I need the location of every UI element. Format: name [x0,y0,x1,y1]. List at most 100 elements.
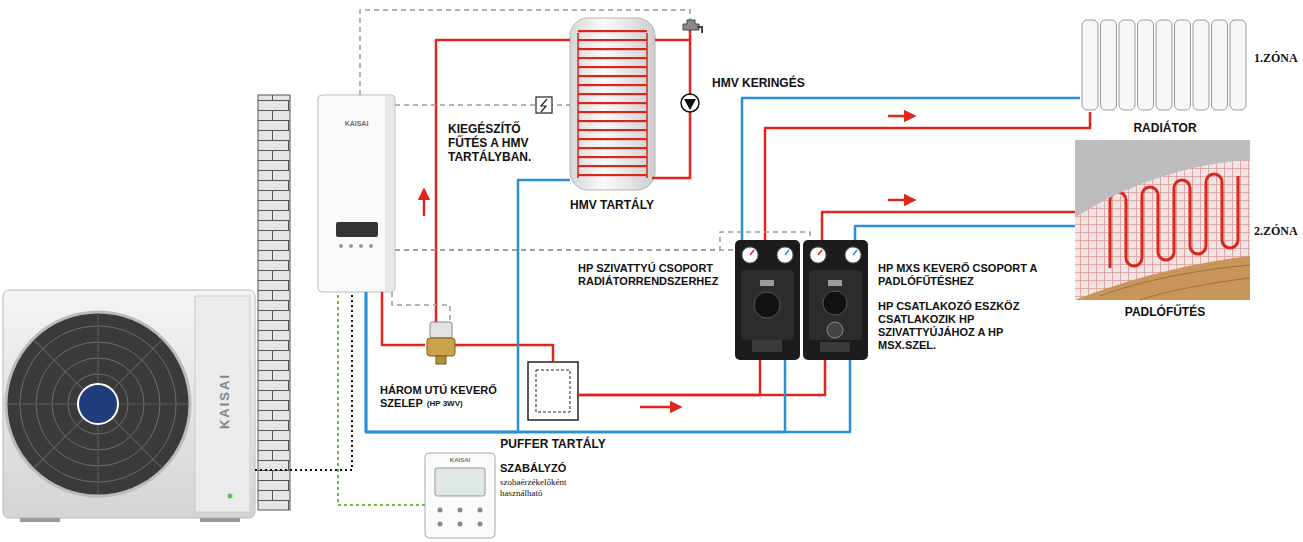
pump-group-illustration [777,247,793,263]
buffer-tank-illustration [528,362,578,420]
outdoor-unit-illustration [3,290,255,522]
indoor-unit-illustration [349,244,353,248]
radiator-illustration [1082,20,1246,110]
indoor-unit: KAISAI [318,95,395,292]
controller-illustration [435,468,485,496]
outdoor-unit-illustration [200,518,240,522]
note-label: KIEGÉSZÍTŐ FŰTÉS A HMV TARTÁLYBAN. [448,122,543,164]
zone-label: 2.ZÓNA [1254,224,1302,238]
return-pipe [366,292,850,432]
return-pipe [742,98,1080,240]
return-pipe [366,292,785,432]
controller-illustration [478,522,483,527]
floor-heating: PADLÓFŰTÉS2.ZÓNA [1075,140,1250,300]
outdoor-unit-illustration [228,494,233,499]
pump-group-illustration [752,340,782,352]
outdoor-unit-illustration [8,314,188,494]
circulation-line [652,20,702,178]
return-pipe [855,226,1075,240]
mixing-group-illustration [809,270,862,340]
mixing-group-illustration [803,240,868,360]
floor-heating-illustration [1075,140,1250,300]
mixing-group: HP MXS KEVERŐ CSOPORT A PADLÓFŰTÉSHEZ [803,240,868,360]
heater-symbol [541,99,547,112]
valve-illustration [430,322,452,338]
brand-logo: KAISAI [318,120,395,128]
controller-illustration [425,453,495,538]
return-pipe [366,180,570,432]
buffer-tank-illustration [528,362,578,420]
outdoor-unit-illustration [195,296,250,512]
component-label: HP SZIVATTYÚ CSOPORT RADIÁTORRENDSZERHEZ [578,262,730,288]
radiator-illustration [1230,20,1246,110]
radiator-illustration [1193,20,1209,110]
mixing-group-illustration [828,280,842,286]
component-label: RADIÁTOR [1110,121,1220,135]
mixing-group-illustration [845,247,861,263]
circulation-line [689,30,692,40]
controller-illustration [458,522,463,527]
pump-group-illustration [750,250,754,255]
dhw-tank-illustration [578,30,647,180]
mixing-group-illustration [810,247,826,263]
supply-pipe [578,360,825,395]
flow-arrow [423,190,426,216]
indoor-unit-illustration [369,244,373,248]
indoor-unit-illustration [339,244,343,248]
note-text: szobaérzékelőként használható [500,477,600,499]
floor-heating-illustration [1075,140,1250,300]
valve-illustration [436,356,446,364]
pump-group-illustration [754,292,780,318]
circulation-line [697,27,702,33]
controller-illustration [438,508,443,513]
flow-arrow [424,116,914,407]
floor-heating-illustration [1075,140,1250,218]
radiator-illustration [1101,20,1117,110]
mixing-group-illustration [853,250,857,255]
note-label: HP CSATLAKOZÓ ESZKÖZ CSATLAKOZIK HP SZIV… [878,300,1063,352]
indoor-unit-illustration [318,95,395,292]
radiator-illustration [1119,20,1135,110]
indoor-unit-illustration [385,96,394,291]
outdoor-unit-illustration [20,518,60,522]
mixing-group-illustration [818,250,822,255]
outdoor-unit-illustration [78,384,118,424]
brand-logo: KAISAI [217,361,233,441]
mixing-group-illustration [827,322,843,338]
dhw-tank-illustration [570,18,655,190]
circulation-line [683,20,699,30]
pump-group-illustration [735,240,800,360]
indoor-unit-illustration [336,222,378,237]
outdoor-unit-illustration [3,290,255,518]
dhw-tank-illustration [570,18,655,190]
supply-pipe [455,345,553,362]
component-label: PUFFER TARTÁLY [498,437,608,451]
controller: KAISAISZABÁLYZÓszobaérzékelőként használ… [425,453,495,538]
circulation-line [684,99,696,110]
heater-symbol [536,97,552,113]
dhw-tank-illustration [578,33,647,178]
indoor-unit-illustration [359,244,363,248]
controller-illustration [425,453,495,538]
mixing-group-illustration [803,240,868,360]
component-label: SZABÁLYZÓ [500,462,610,475]
supply-pipe [822,212,1075,240]
pump-group-illustration [735,240,800,360]
radiator: RADIÁTOR1.ZÓNA [1080,18,1250,112]
radiator-illustration [1175,20,1191,110]
supply-pipe [382,292,425,345]
flow-arrow [888,199,914,202]
valve-illustration [427,338,455,356]
pump-group-illustration [742,247,758,263]
controller-illustration [458,508,463,513]
radiator-illustration [1082,20,1098,110]
circuit-label: HMV KERINGÉS [712,76,832,90]
component-label: PADLÓFŰTÉS [1105,305,1225,319]
component-label: HP MXS KEVERŐ CSOPORT A PADLÓFŰTÉSHEZ [878,262,1063,288]
control-wire [395,232,810,250]
heater-symbol [536,97,552,113]
outdoor-unit-illustration [6,312,190,496]
component-label: HMV TARTÁLY [557,198,667,212]
indoor-unit-illustration [318,95,395,292]
